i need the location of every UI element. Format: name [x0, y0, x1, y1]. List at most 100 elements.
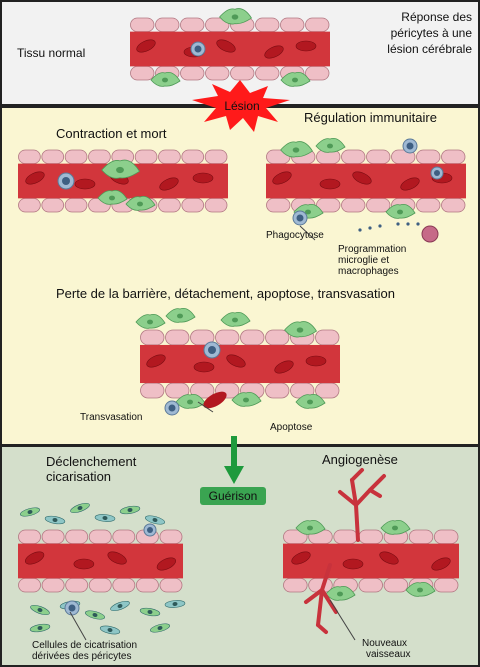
endothelial-cell	[305, 17, 330, 33]
red-blood-cell	[264, 45, 284, 59]
red-blood-cell	[431, 557, 451, 571]
scar-cell	[44, 515, 66, 525]
pericyte-nucleus	[116, 166, 124, 174]
red-blood-cell	[319, 178, 341, 190]
red-blood-cell	[291, 551, 311, 565]
endothelial-cell	[41, 149, 65, 165]
scar-title-line-2: cicarisation	[46, 469, 111, 484]
scar-cell	[29, 623, 51, 633]
scar-cell-nucleus	[102, 515, 108, 521]
scar-cell-nucleus	[172, 601, 178, 607]
red-blood-cell	[272, 171, 292, 185]
immune-label: Régulation immunitaire	[304, 110, 437, 125]
scar-cell-nucleus	[152, 517, 158, 523]
cytokine-dot	[378, 224, 382, 228]
endothelial-cell	[315, 329, 340, 346]
endothelial-cell	[64, 149, 88, 165]
endothelial-cell	[112, 577, 136, 593]
cytokine-dot	[406, 222, 410, 226]
endothelial-cell	[265, 329, 290, 346]
endothelial-cell	[416, 149, 441, 165]
pericyte	[135, 313, 166, 329]
scar-cell	[149, 623, 171, 633]
red-blood-cell	[107, 551, 127, 565]
red-blood-cell	[226, 354, 246, 368]
endothelial-cell	[190, 382, 215, 399]
transvasation-label: Transvasation	[80, 412, 142, 423]
pericyte	[295, 393, 326, 409]
red-blood-cell	[73, 558, 95, 570]
immune-cell-nucleus	[406, 142, 414, 150]
programming-line-2: microglie et	[338, 255, 389, 266]
pericyte-nucleus	[187, 399, 193, 405]
endothelial-cell	[41, 197, 65, 213]
endothelial-cell	[280, 17, 305, 33]
red-blood-cell	[25, 171, 45, 185]
endothelial-cell	[265, 382, 290, 399]
endothelial-cell	[155, 17, 180, 33]
contraction-label: Contraction et mort	[56, 126, 167, 141]
scar-cell-nucleus	[127, 507, 133, 513]
scar-cell-nucleus	[147, 609, 153, 615]
pericyte-nucleus	[232, 317, 238, 323]
pericyte-nucleus	[327, 143, 333, 149]
red-blood-cell	[400, 177, 420, 191]
endothelial-cell	[140, 329, 165, 346]
endothelial-cell	[205, 65, 230, 81]
guerison-badge	[200, 487, 266, 505]
endothelial-cell	[65, 529, 89, 545]
pericyte	[97, 189, 128, 205]
pericyte	[280, 71, 311, 87]
vessel-lumen	[18, 543, 183, 579]
endothelial-cell	[41, 577, 65, 593]
endothelial-cell	[333, 529, 358, 545]
pericyte	[231, 391, 262, 407]
immune-cell-nucleus	[62, 177, 70, 185]
title-line-3: lésion cérébrale	[387, 42, 472, 56]
immune-cell	[164, 400, 180, 416]
programming-line-3: macrophages	[338, 266, 399, 277]
endothelial-cell	[18, 529, 41, 545]
immune-cell-nucleus	[147, 527, 153, 533]
pericyte-nucleus	[137, 201, 143, 207]
pericyte-nucleus	[243, 397, 249, 403]
scar-cell-nucleus	[107, 627, 113, 633]
programming-line-1: Programmation	[338, 244, 406, 255]
scar-cell-nucleus	[37, 607, 43, 613]
scar-cell-nucleus	[157, 625, 163, 631]
cytokine-dot	[358, 228, 362, 232]
scar-cell	[110, 600, 130, 612]
endothelial-cell	[315, 382, 340, 399]
scar-cell	[84, 610, 106, 620]
endothelial-cell	[366, 197, 391, 213]
pericyte	[385, 203, 416, 219]
pericyte-nucleus	[417, 587, 423, 593]
vessel-lumen	[283, 543, 459, 579]
endothelial-cell	[165, 329, 190, 346]
immune-cell	[143, 523, 157, 537]
endothelial-cell	[366, 149, 391, 165]
extravasated-red-cell	[203, 391, 227, 409]
endothelial-cell	[383, 577, 409, 593]
endothelial-cell	[159, 529, 183, 545]
endothelial-cell	[266, 197, 291, 213]
scar-caption-line-2: dérivées des péricytes	[32, 651, 132, 662]
endothelial-cell	[215, 329, 240, 346]
endothelial-cell	[416, 197, 441, 213]
vessel-angio	[283, 529, 459, 593]
scar-cell-nucleus	[27, 509, 33, 515]
endothelial-cell	[408, 529, 434, 545]
immune-cell	[402, 138, 418, 154]
title-line-1: Réponse des	[401, 10, 472, 24]
pericyte-nucleus	[305, 209, 311, 215]
pericyte-nucleus	[392, 525, 398, 531]
scar-cell	[19, 507, 41, 517]
endothelial-cell	[158, 149, 181, 165]
endothelial-cell	[18, 197, 41, 213]
endothelial-cell	[255, 65, 280, 81]
guerison-label: Guérison	[209, 489, 258, 503]
new-vessels-line-1: Nouveaux	[362, 638, 407, 649]
immune-cell	[57, 172, 75, 190]
red-blood-cell	[193, 361, 215, 373]
